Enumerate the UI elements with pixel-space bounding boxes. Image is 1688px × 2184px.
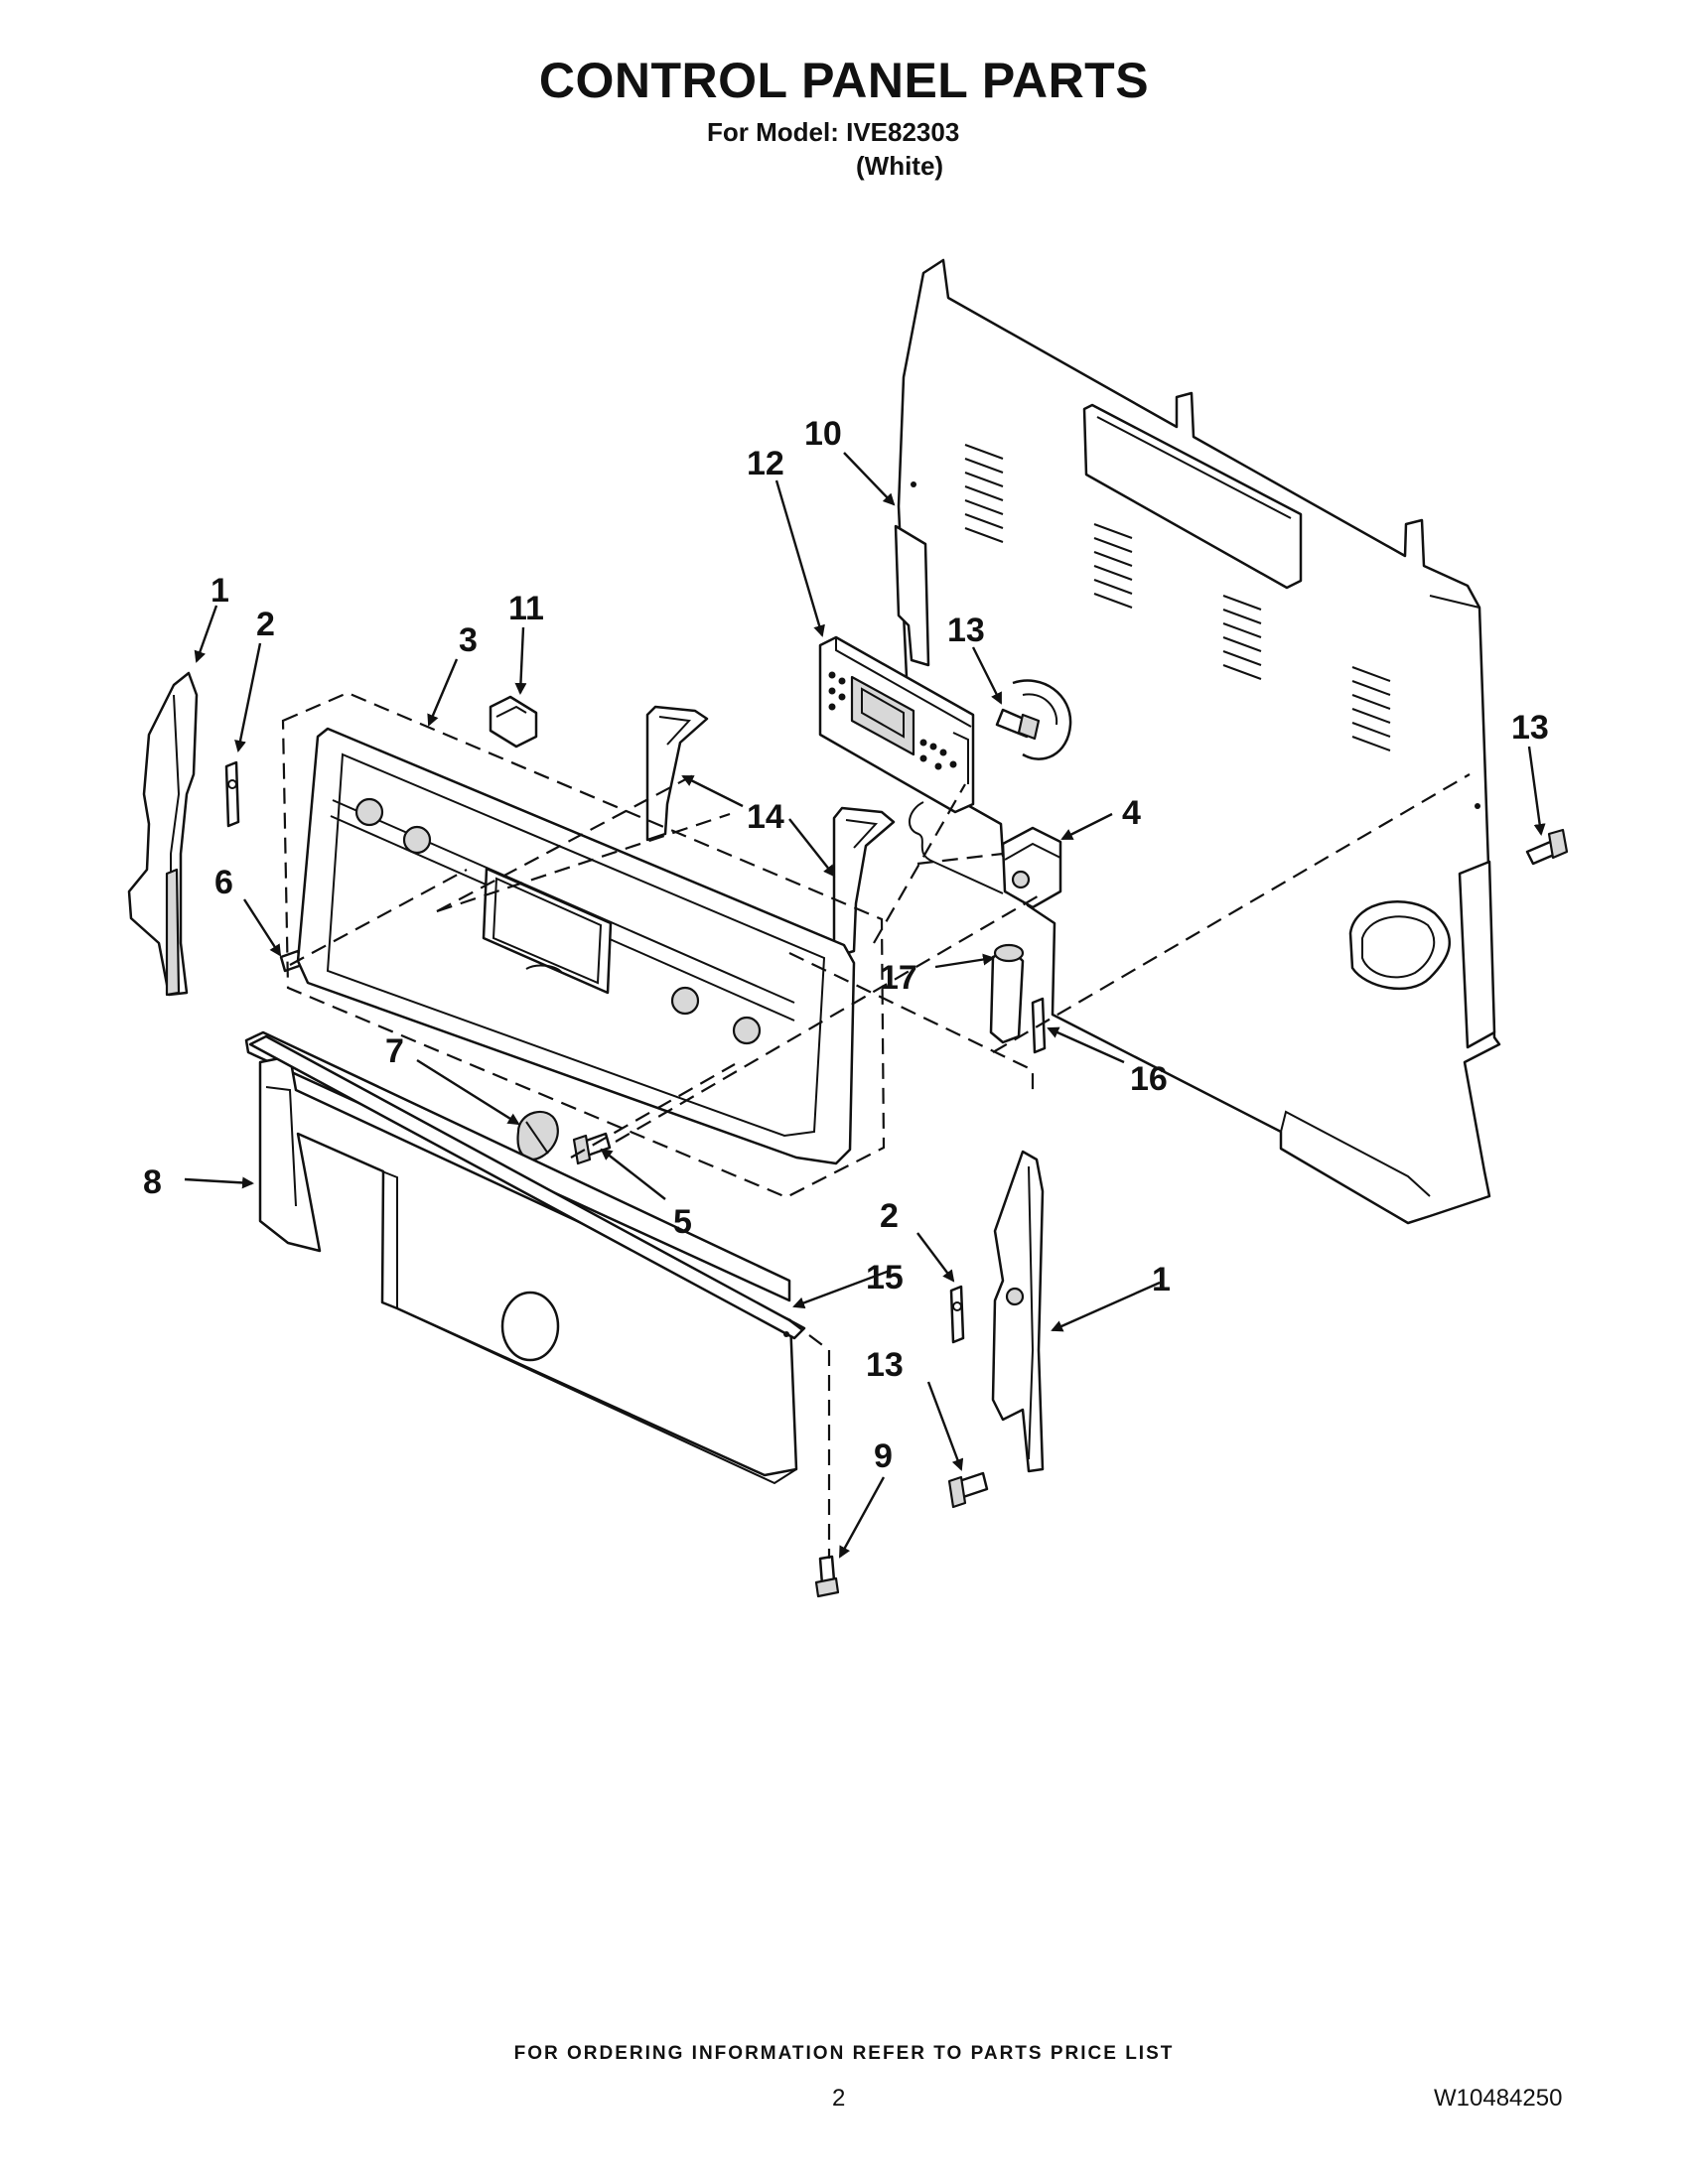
electronic-control-board [818, 635, 975, 814]
callout-6: 6 [214, 864, 233, 901]
page-number: 2 [832, 2085, 846, 2112]
screw-9 [814, 1555, 840, 1598]
page-title: CONTROL PANEL PARTS [538, 53, 1150, 108]
ordering-note: FOR ORDERING INFORMATION REFER TO PARTS … [513, 2043, 1175, 2064]
callout-17: 17 [880, 959, 917, 997]
callout-numbers: 1 2 3 11 12 10 13 13 14 4 6 17 16 7 5 8 … [143, 415, 1549, 1475]
knob-7 [516, 1111, 559, 1161]
clip-11 [489, 695, 538, 749]
end-cap-right [991, 1150, 1045, 1473]
callout-1-lower: 1 [1152, 1261, 1171, 1298]
callout-13-lower: 13 [866, 1346, 904, 1384]
callout-9: 9 [874, 1437, 893, 1475]
assembly-boundary [281, 691, 886, 1199]
clip-left [224, 760, 240, 828]
grommet [1012, 679, 1072, 760]
leader-lines [184, 452, 1546, 1559]
bracket-15 [248, 1034, 806, 1340]
callout-3: 3 [459, 621, 478, 659]
model-number: For Model: IVE82303 [707, 117, 960, 147]
callout-2-upper: 2 [256, 606, 275, 643]
rear-panel [894, 258, 1501, 1225]
screw-13-right [1525, 828, 1569, 866]
callout-12: 12 [747, 445, 784, 482]
callout-1-upper: 1 [211, 572, 229, 610]
callout-15: 15 [866, 1259, 904, 1297]
channel-14-lower [832, 806, 896, 959]
end-cap-left [127, 671, 199, 997]
callout-16: 16 [1130, 1060, 1168, 1098]
callout-11: 11 [508, 590, 544, 627]
clip-right [949, 1285, 965, 1344]
callout-10: 10 [804, 415, 842, 453]
callout-8: 8 [143, 1163, 162, 1201]
callout-14: 14 [747, 798, 784, 836]
callout-4: 4 [1122, 794, 1141, 832]
part-17-switch [989, 943, 1025, 1044]
infinite-switch [1001, 826, 1062, 909]
screw-13-upper [995, 708, 1041, 741]
callout-13-upper: 13 [947, 612, 985, 649]
callout-2-lower: 2 [880, 1197, 899, 1235]
channel-14-upper [645, 705, 709, 842]
callout-13-right: 13 [1511, 709, 1549, 747]
wire-harness [909, 801, 1004, 894]
document-number: W10484250 [1434, 2085, 1563, 2112]
screw-13-lower [947, 1471, 989, 1509]
model-color: (White) [856, 151, 944, 181]
control-panel [296, 727, 856, 1165]
assembly-lines [289, 773, 1471, 1559]
callout-7: 7 [385, 1032, 404, 1070]
callout-5: 5 [673, 1203, 692, 1241]
